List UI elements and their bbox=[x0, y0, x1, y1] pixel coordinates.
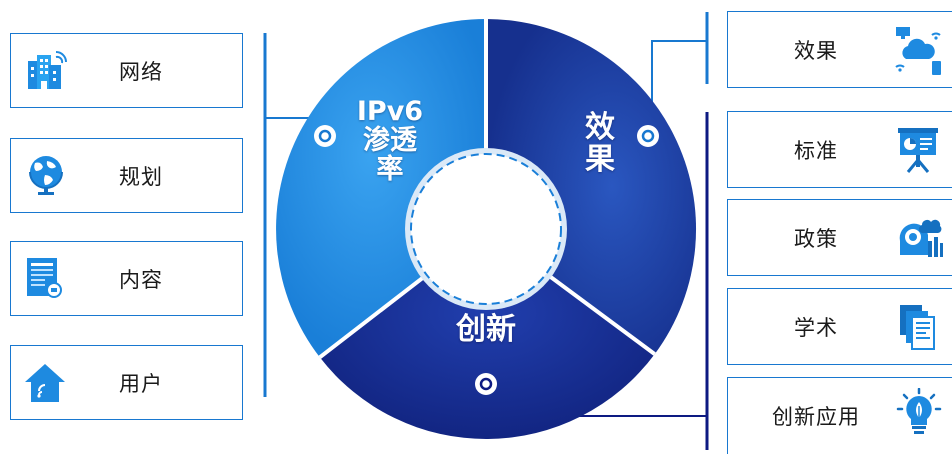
presentation-board-icon bbox=[898, 128, 938, 173]
segment-label-effect: 效 果 bbox=[585, 110, 615, 178]
right-item-effect: 效果 bbox=[727, 11, 952, 88]
left-item-content: 内容 bbox=[10, 241, 243, 316]
segment-innovation bbox=[319, 229, 655, 439]
right-item-label: 标准 bbox=[794, 138, 838, 163]
right-item-label: 创新应用 bbox=[772, 405, 860, 429]
document-icon bbox=[27, 258, 62, 298]
center-core bbox=[422, 165, 550, 293]
segment-effect bbox=[486, 18, 697, 355]
right-item-policy: 政策 bbox=[727, 199, 952, 276]
building-wifi-icon bbox=[28, 51, 67, 89]
left-item-label: 规划 bbox=[119, 164, 163, 189]
left-item-planning: 规划 bbox=[10, 138, 243, 213]
right-item-standard: 标准 bbox=[727, 111, 952, 188]
globe-icon bbox=[29, 156, 63, 195]
lightbulb-icon bbox=[896, 388, 942, 434]
right-item-innovation-application: 创新应用 bbox=[727, 377, 952, 454]
cloud-network-icon bbox=[895, 27, 941, 75]
right-item-label: 政策 bbox=[794, 226, 838, 251]
gear-head-icon bbox=[899, 219, 943, 257]
right-item-academic: 学术 bbox=[727, 288, 952, 365]
segment-label-innovation: 创新 bbox=[456, 312, 516, 347]
right-item-label: 学术 bbox=[794, 315, 838, 340]
node-innovation bbox=[479, 377, 493, 391]
left-item-label: 用户 bbox=[119, 371, 163, 396]
node-ipv6 bbox=[318, 129, 332, 143]
segment-label-ipv6: IPv6 渗透 率 bbox=[356, 96, 424, 186]
home-wifi-icon bbox=[25, 364, 65, 402]
node-effect bbox=[641, 129, 655, 143]
left-item-user: 用户 bbox=[10, 345, 243, 420]
papers-icon bbox=[900, 305, 935, 350]
left-item-label: 内容 bbox=[119, 267, 163, 292]
left-item-label: 网络 bbox=[119, 59, 163, 84]
segment-ipv6 bbox=[276, 19, 486, 358]
left-item-network: 网络 bbox=[10, 33, 243, 108]
right-item-label: 效果 bbox=[794, 38, 838, 63]
